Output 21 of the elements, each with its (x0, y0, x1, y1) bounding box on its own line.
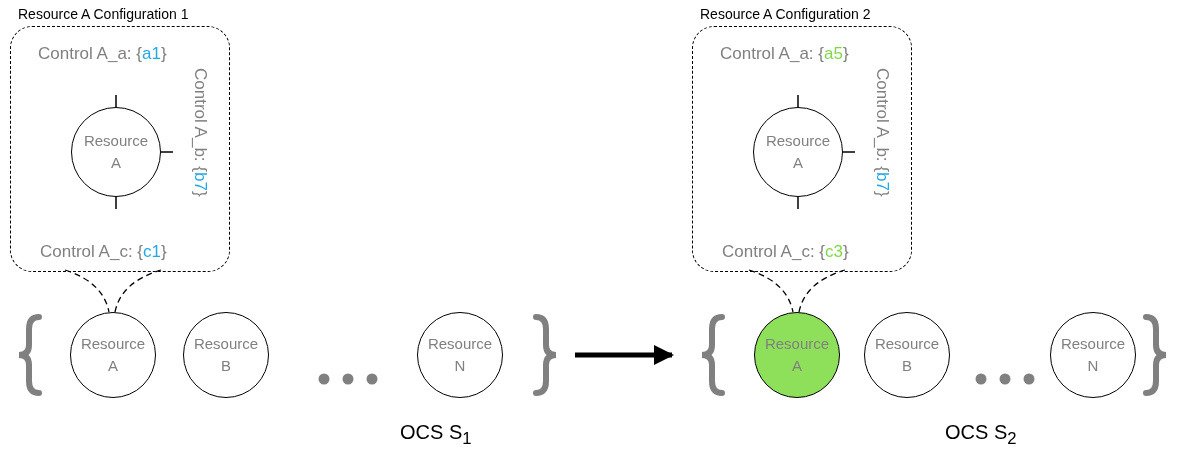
callout-tail (748, 269, 846, 313)
control-label: Control A_b: {b7} (190, 68, 210, 197)
control-label: Control A_a: {a5} (720, 44, 849, 64)
callout-heading: Resource A Configuration 1 (18, 6, 189, 22)
control-label: Control A_b: {b7} (872, 68, 892, 197)
resource-circle: Resource A (70, 312, 156, 398)
callout-tail (64, 269, 162, 313)
resource-circle: Resource B (864, 312, 950, 398)
resource-circle: Resource A (754, 312, 840, 398)
resource-circle: Resource A (753, 107, 843, 197)
arrow (575, 345, 674, 365)
resource-circle: Resource A (71, 107, 161, 197)
control-label: Control A_a: {a1} (38, 44, 167, 64)
resource-circle: Resource N (1050, 312, 1136, 398)
resource-circle: Resource N (417, 312, 503, 398)
set-caption: OCS S$_{1}$ (400, 421, 472, 449)
set-caption: OCS S$_{2}$ (945, 421, 1017, 449)
control-label: Control A_c: {c1} (40, 242, 167, 262)
resource-circle: Resource B (183, 312, 269, 398)
callout-heading: Resource A Configuration 2 (700, 6, 871, 22)
control-label: Control A_c: {c3} (722, 242, 849, 262)
